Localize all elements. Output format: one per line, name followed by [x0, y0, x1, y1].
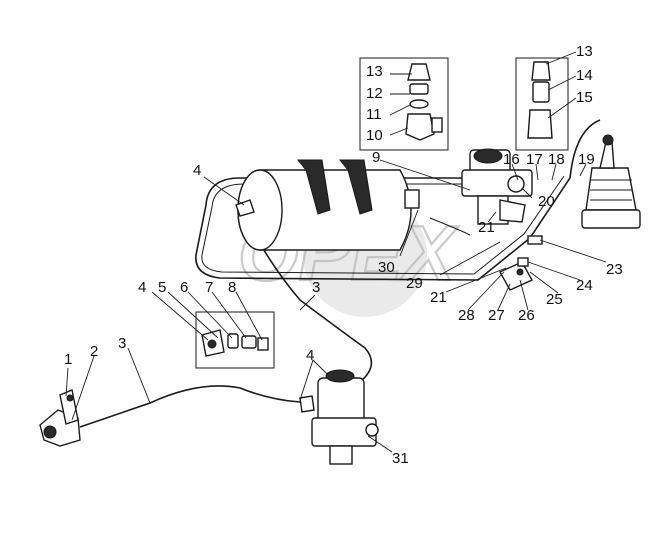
callout-10: 10	[366, 127, 383, 144]
callout-21-upper: 21	[478, 219, 495, 236]
callout-2: 2	[90, 343, 98, 360]
air-tank	[235, 159, 420, 251]
callout-20: 20	[538, 193, 555, 210]
tilt-pump	[581, 134, 641, 229]
callout-16: 16	[503, 151, 520, 168]
callout-19: 19	[578, 151, 595, 168]
callout-4-upper: 4	[193, 162, 201, 179]
callout-3-left: 3	[118, 335, 126, 352]
bracket-fittings	[499, 235, 543, 291]
callout-7: 7	[205, 279, 213, 296]
callout-26: 26	[518, 307, 535, 324]
relay-valve	[299, 369, 379, 465]
callout-15: 15	[576, 89, 593, 106]
callout-29: 29	[406, 275, 423, 292]
detail-box-lower-fitting	[195, 311, 275, 369]
callout-11: 11	[366, 106, 382, 123]
callout-9: 9	[372, 149, 380, 166]
callout-13-right: 13	[576, 43, 593, 60]
callout-28: 28	[458, 307, 475, 324]
callout-27: 27	[488, 307, 505, 324]
callout-14: 14	[576, 67, 593, 84]
callout-4-left: 4	[138, 279, 146, 296]
valve-detail-parts	[405, 63, 443, 141]
detail-box-upper-valve	[359, 57, 449, 151]
control-valve	[461, 148, 533, 225]
fitting-detail-parts	[527, 61, 553, 139]
callout-31: 31	[392, 450, 409, 467]
callout-4-lower: 4	[306, 347, 314, 364]
callout-13-left: 13	[366, 63, 383, 80]
lower-detail-parts	[201, 329, 269, 357]
callout-12: 12	[366, 85, 383, 102]
callout-1: 1	[64, 351, 72, 368]
callout-21-lower: 21	[430, 289, 447, 306]
callout-labels: 1 2 3 4 5 6 7 8 3 4 4 9 10 11 12 13 13 1…	[64, 43, 623, 467]
callout-24: 24	[576, 277, 593, 294]
callout-17: 17	[526, 151, 543, 168]
callout-5: 5	[158, 279, 166, 296]
callout-30: 30	[378, 259, 395, 276]
callout-6: 6	[180, 279, 188, 296]
lever-assembly	[39, 389, 81, 447]
callout-25: 25	[546, 291, 563, 308]
callout-3-mid: 3	[312, 279, 320, 296]
callout-18: 18	[548, 151, 565, 168]
leader-lines	[65, 51, 607, 453]
callout-8: 8	[228, 279, 236, 296]
callout-23: 23	[606, 261, 623, 278]
